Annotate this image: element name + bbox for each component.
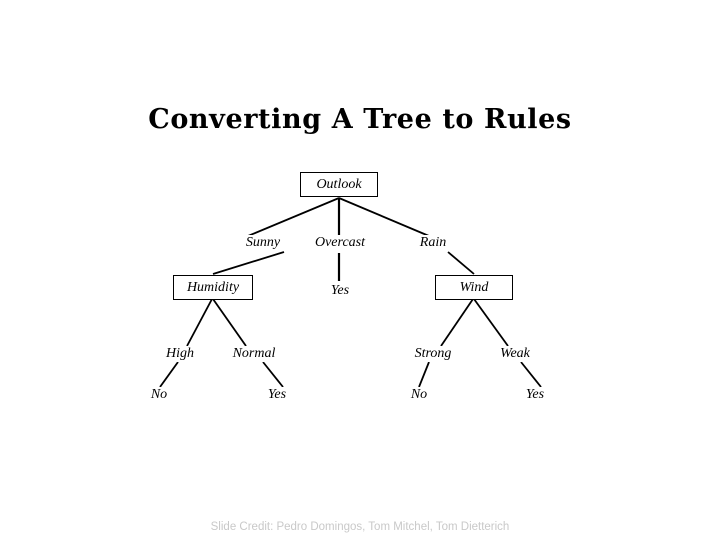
edge-label-weak: Weak [488,346,542,362]
leaf-high-no: No [138,387,180,403]
leaf-overcast-yes: Yes [315,283,365,299]
edge-label-high: High [155,346,205,362]
edge-strong-no [418,361,430,388]
edge-humidity-normal [212,298,247,347]
edge-sunny-humidity [212,251,285,275]
slide-credit-footer: Slide Credit: Pedro Domingos, Tom Mitche… [210,521,510,533]
edge-humidity-high [186,298,213,347]
edge-outlook-sunny [247,197,340,237]
edge-label-normal: Normal [221,346,287,362]
edge-normal-yes [262,361,284,388]
node-wind[interactable]: Wind [435,275,513,300]
edge-outlook-rain [338,197,430,237]
edge-label-overcast: Overcast [300,235,380,251]
node-outlook[interactable]: Outlook [300,172,378,197]
edge-weak-yes [520,361,542,388]
leaf-strong-no: No [398,387,440,403]
edge-label-sunny: Sunny [233,235,293,251]
node-humidity[interactable]: Humidity [173,275,253,300]
leaf-weak-yes: Yes [512,387,558,403]
page-title: Converting A Tree to Rules [148,104,572,135]
edge-label-rain: Rain [405,235,461,251]
edge-high-no [159,361,179,388]
edge-wind-strong [440,298,474,347]
leaf-normal-yes: Yes [254,387,300,403]
edge-rain-wind [447,251,475,275]
edge-label-strong: Strong [402,346,464,362]
edge-wind-weak [473,298,509,347]
